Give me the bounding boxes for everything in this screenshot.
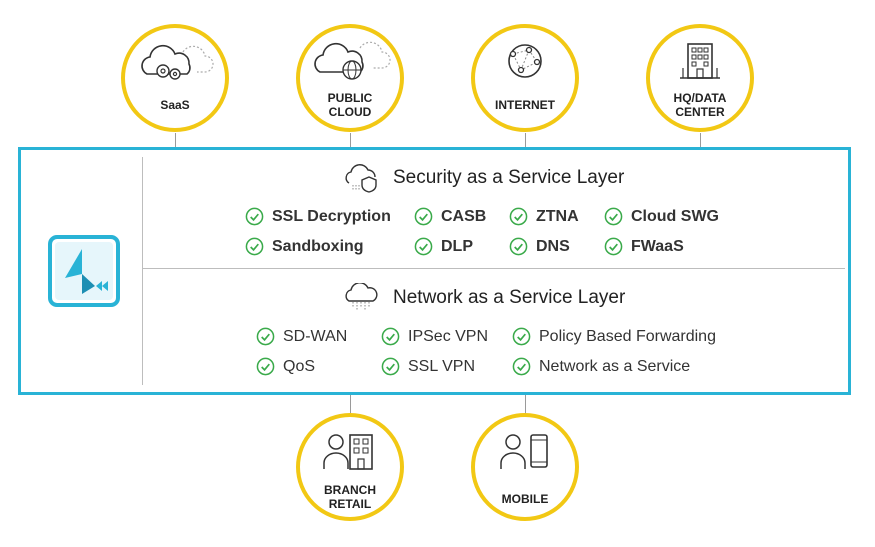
- item-label: DLP: [441, 237, 473, 255]
- node-branch-retail: BRANCH RETAIL: [296, 413, 404, 521]
- vertical-divider: [142, 157, 143, 385]
- item-label: SD-WAN: [283, 327, 348, 345]
- security-item: DLP: [414, 237, 473, 256]
- network-globe-icon: [508, 44, 542, 78]
- security-item: FWaaS: [604, 237, 684, 256]
- network-item: SD-WAN: [256, 327, 347, 346]
- service-layers-frame: [18, 147, 851, 395]
- item-label: SSL Decryption: [272, 207, 391, 225]
- security-item: CASB: [414, 207, 486, 226]
- item-label: Sandboxing: [272, 237, 364, 255]
- item-label: Network as a Service: [539, 357, 691, 375]
- connector-public-cloud: [350, 133, 351, 147]
- node-label: BRANCH RETAIL: [324, 483, 376, 511]
- cloud-globe-icon: [314, 41, 391, 80]
- check-circle-icon: [245, 207, 264, 226]
- connector-mobile: [525, 395, 526, 413]
- network-layer-title: Network as a Service Layer: [393, 287, 626, 308]
- node-hq-data-center: HQ/DATA CENTER: [646, 24, 754, 132]
- node-label: MOBILE: [501, 492, 549, 506]
- cloud-gears-icon: [141, 44, 214, 80]
- brand-logo-icon: [48, 235, 120, 307]
- network-item: SSL VPN: [381, 357, 475, 376]
- cloud-shield-icon: [345, 164, 377, 193]
- network-item: Network as a Service: [512, 357, 690, 376]
- node-internet: INTERNET: [471, 24, 579, 132]
- item-label: DNS: [536, 237, 570, 255]
- item-label: SSL VPN: [408, 357, 475, 375]
- security-layer-title: Security as a Service Layer: [393, 167, 625, 188]
- connector-internet: [525, 133, 526, 147]
- check-circle-icon: [256, 357, 275, 376]
- node-label: HQ/DATA CENTER: [673, 91, 727, 119]
- security-item: Cloud SWG: [604, 207, 719, 226]
- check-circle-icon: [604, 207, 623, 226]
- connector-branch: [350, 395, 351, 413]
- item-label: IPSec VPN: [408, 327, 489, 345]
- node-mobile: MOBILE: [471, 413, 579, 521]
- network-item: Policy Based Forwarding: [512, 327, 716, 346]
- office-building-icon: [680, 43, 720, 79]
- security-item: Sandboxing: [245, 237, 364, 256]
- node-label: INTERNET: [495, 98, 555, 112]
- node-saas: SaaS: [121, 24, 229, 132]
- security-item: DNS: [509, 237, 570, 256]
- check-circle-icon: [256, 327, 275, 346]
- item-label: CASB: [441, 207, 487, 225]
- cloud-network-icon: [345, 283, 378, 310]
- security-item: SSL Decryption: [245, 207, 391, 226]
- node-public-cloud: PUBLIC CLOUD: [296, 24, 404, 132]
- network-item: IPSec VPN: [381, 327, 488, 346]
- check-circle-icon: [512, 357, 531, 376]
- person-phone-icon: [500, 434, 548, 469]
- check-circle-icon: [245, 237, 264, 256]
- check-circle-icon: [381, 357, 400, 376]
- layer-divider: [143, 268, 845, 269]
- check-circle-icon: [414, 207, 433, 226]
- check-circle-icon: [414, 237, 433, 256]
- connector-saas: [175, 133, 176, 147]
- person-building-icon: [323, 434, 373, 470]
- item-label: FWaaS: [631, 237, 684, 255]
- check-circle-icon: [604, 237, 623, 256]
- check-circle-icon: [509, 237, 528, 256]
- item-label: Policy Based Forwarding: [539, 327, 716, 345]
- node-label: PUBLIC CLOUD: [327, 91, 373, 119]
- network-item: QoS: [256, 357, 315, 376]
- item-label: QoS: [283, 357, 316, 375]
- item-label: ZTNA: [536, 207, 579, 225]
- node-label: SaaS: [160, 98, 190, 112]
- check-circle-icon: [512, 327, 531, 346]
- connector-hq: [700, 133, 701, 147]
- check-circle-icon: [381, 327, 400, 346]
- security-item: ZTNA: [509, 207, 579, 226]
- check-circle-icon: [509, 207, 528, 226]
- item-label: Cloud SWG: [631, 207, 719, 225]
